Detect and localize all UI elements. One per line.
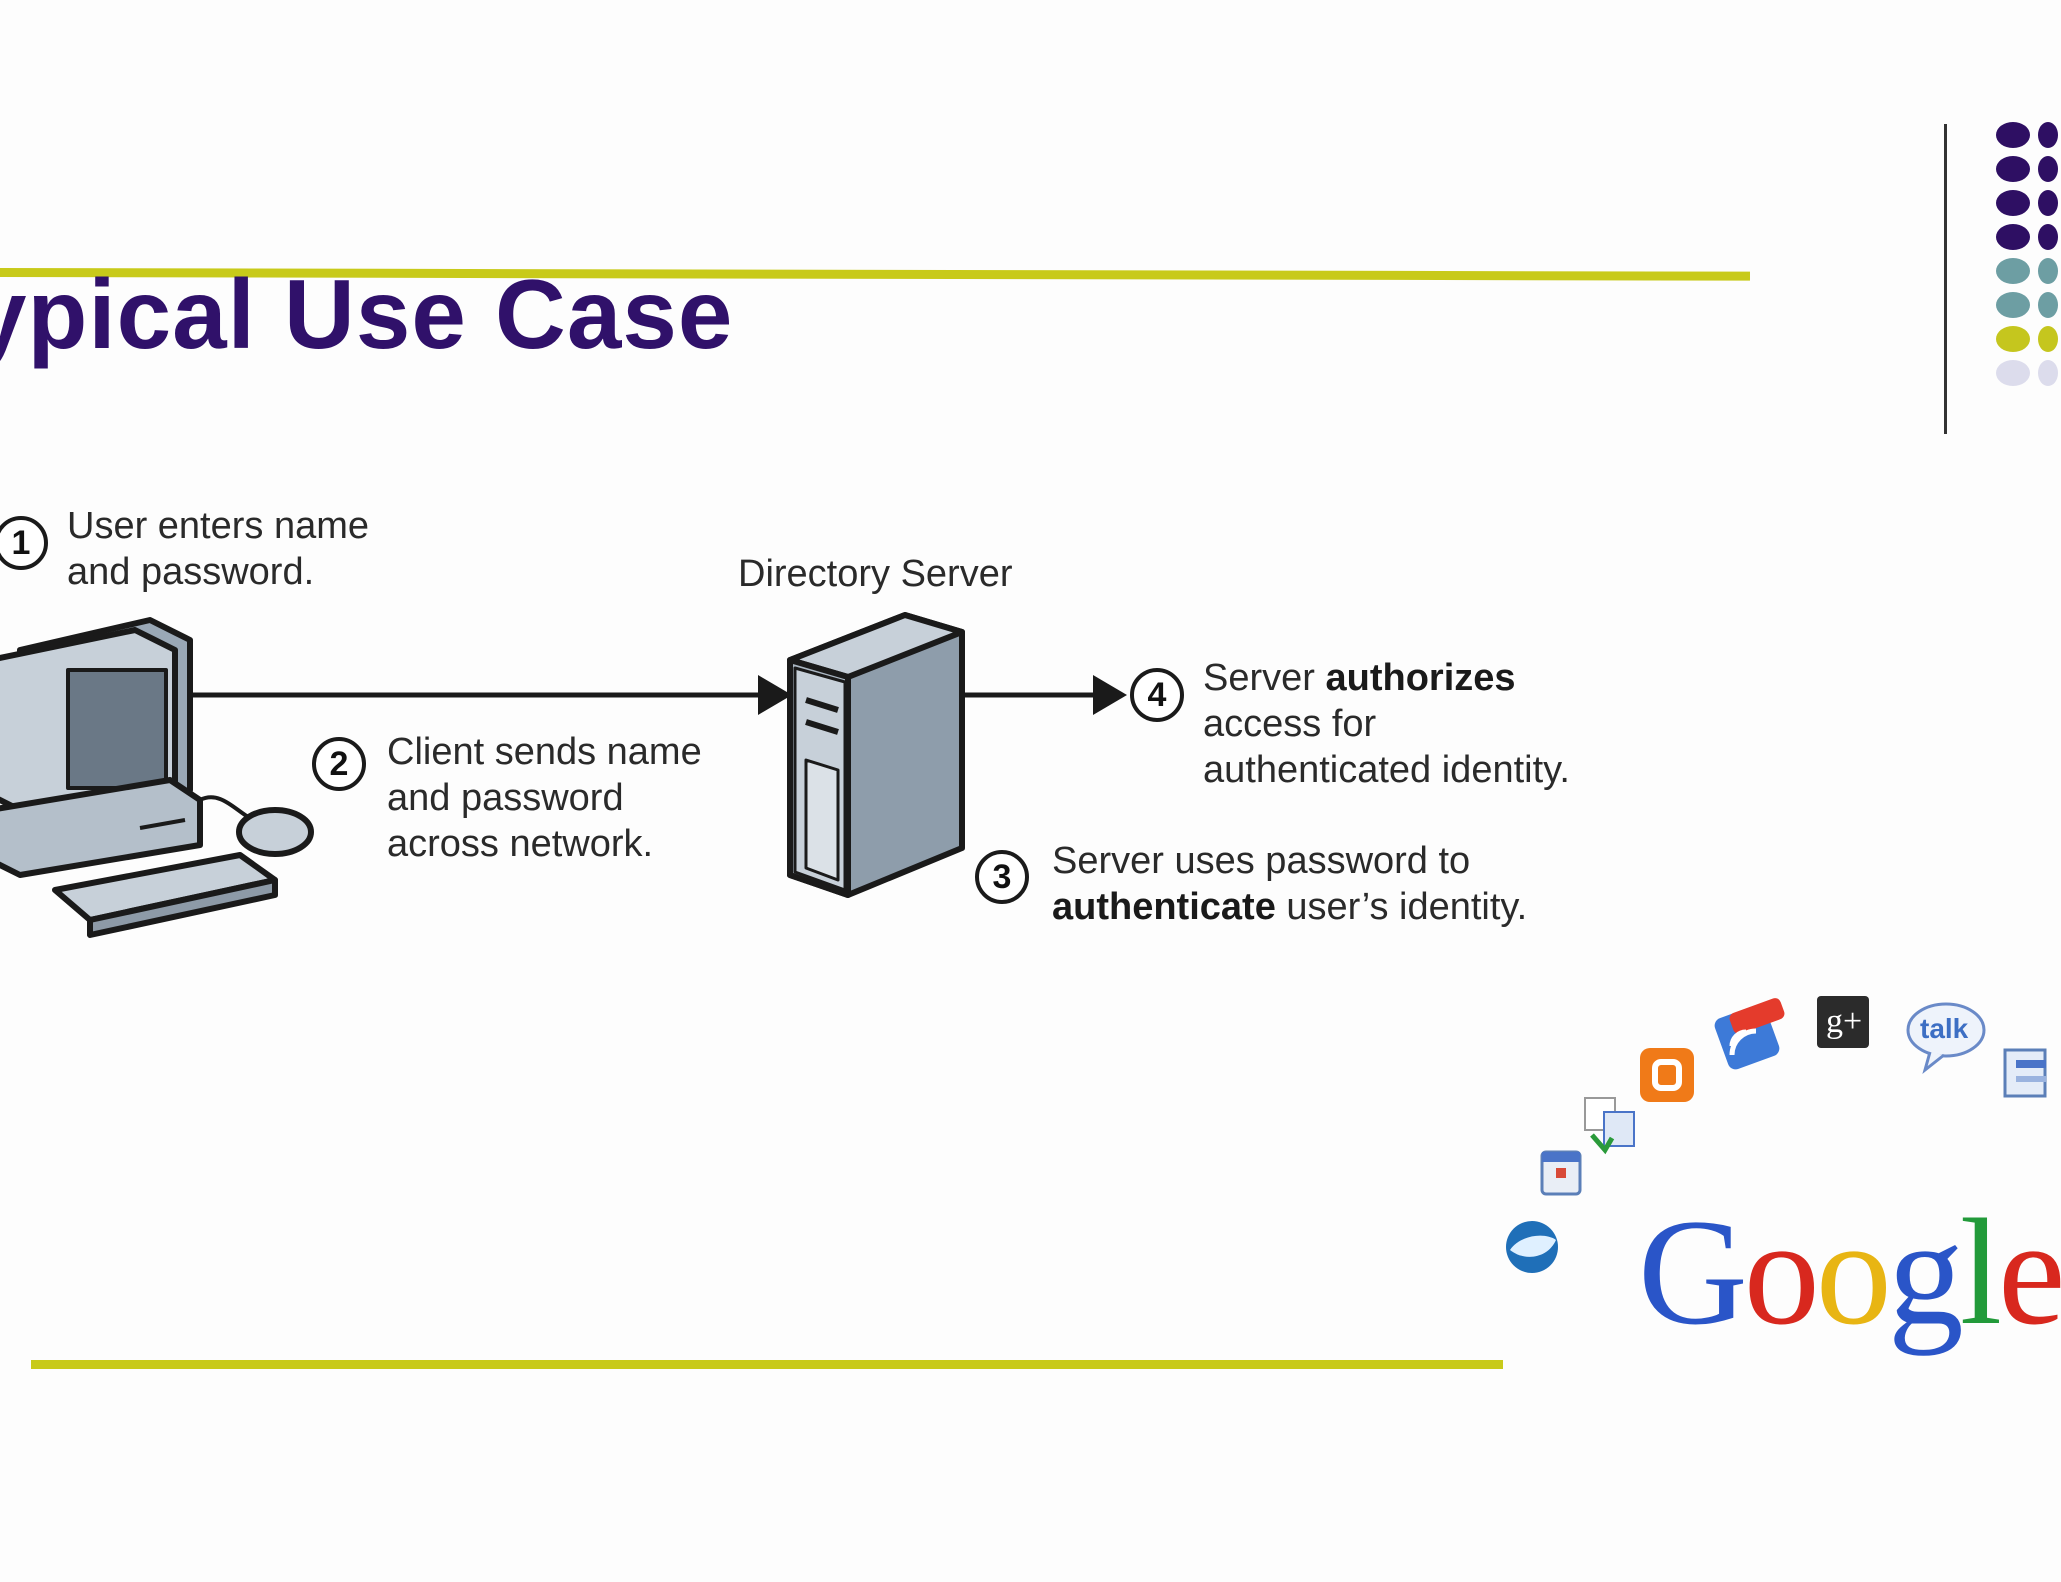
decor-dot	[2038, 292, 2058, 318]
decor-dot	[1996, 156, 2030, 182]
arrow-client-to-server	[190, 675, 792, 715]
step-3-line-2-bold: authenticate	[1052, 886, 1276, 928]
google-talk-icon	[1906, 1002, 1986, 1075]
google-plus-icon	[1817, 996, 1869, 1048]
google-docs-icon	[2003, 1048, 2047, 1098]
decor-dot	[1996, 190, 2030, 216]
bottom-accent-line	[31, 1360, 1503, 1369]
step-4-number: 4	[1130, 668, 1184, 722]
decor-dot	[1996, 122, 2030, 148]
decor-dot	[2038, 122, 2058, 148]
decor-dot	[1996, 292, 2030, 318]
step-1-label: User enters name and password.	[67, 503, 369, 595]
google-logo: Google	[1638, 1185, 2061, 1359]
google-logo-letter: l	[1959, 1188, 2002, 1356]
decor-dot	[1996, 360, 2030, 386]
google-talk-label: talk	[1920, 1013, 1969, 1044]
google-logo-letter: g	[1887, 1188, 1964, 1356]
decor-dot	[1996, 326, 2030, 352]
decor-dot	[2038, 156, 2058, 182]
decor-dot	[2038, 224, 2058, 250]
step-2-number: 2	[312, 737, 366, 791]
translate-icon	[1584, 1097, 1635, 1155]
step-4-line-1: Server authorizes	[1203, 655, 1570, 701]
decor-dot	[2038, 360, 2058, 386]
decor-dot	[2038, 258, 2058, 284]
step-2-line-2: and password	[387, 777, 624, 819]
step-3-line-1: Server uses password to	[1052, 840, 1471, 882]
blogger-icon	[1640, 1048, 1694, 1102]
arrow-server-to-authorization	[962, 675, 1127, 715]
calendar-icon	[1540, 1150, 1582, 1196]
step-1-line-1: User enters name	[67, 505, 370, 547]
decor-dot	[2038, 326, 2058, 352]
directory-server-icon	[787, 612, 965, 898]
google-logo-letter: e	[1998, 1188, 2061, 1356]
step-4-line-3: authenticated identity.	[1203, 749, 1570, 791]
step-4-line-1-bold: authorizes	[1325, 657, 1516, 699]
decor-dot	[1996, 224, 2030, 250]
client-computer-icon	[0, 617, 314, 938]
google-logo-letter: G	[1638, 1188, 1748, 1356]
slide-title: ypical Use Case	[0, 259, 734, 369]
step-4-line-1-prefix: Server	[1203, 657, 1326, 699]
directory-server-label: Directory Server	[738, 553, 1013, 595]
decor-dot	[2038, 190, 2058, 216]
google-earth-icon	[1506, 1221, 1558, 1273]
step-4-label: Server authorizes access for authenticat…	[1203, 655, 1570, 793]
step-4-line-2: access for	[1203, 703, 1377, 745]
step-3-label: Server uses password to authenticate use…	[1052, 838, 1527, 930]
step-2-label: Client sends name and password across ne…	[387, 729, 702, 867]
step-3-line-2-rest: user’s identity.	[1275, 886, 1528, 928]
google-logo-letter: o	[1743, 1188, 1820, 1356]
step-1-number: 1	[0, 516, 48, 570]
decor-dot	[1996, 258, 2030, 284]
step-3-number: 3	[975, 850, 1029, 904]
step-2-line-3: across network.	[387, 823, 654, 865]
google-logo-letter: o	[1815, 1188, 1892, 1356]
step-1-line-2: and password.	[67, 551, 315, 593]
step-2-line-1: Client sends name	[387, 731, 702, 773]
google-plus-label: g+	[1826, 1003, 1863, 1040]
decor-vertical-line	[1944, 124, 1947, 434]
step-3-line-2: authenticate user’s identity.	[1052, 884, 1527, 930]
google-reader-icon	[1714, 998, 1785, 1070]
